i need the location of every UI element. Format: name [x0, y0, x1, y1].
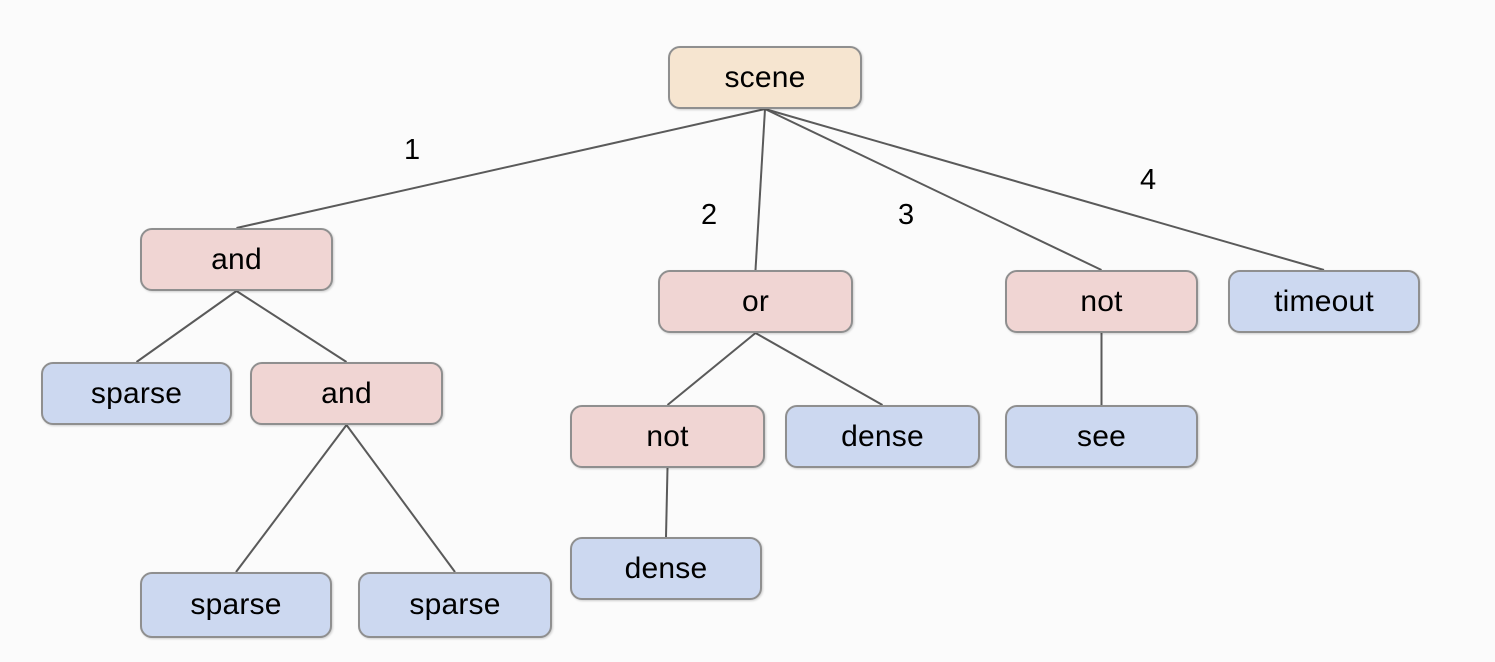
edge-label-2: 2 [701, 199, 718, 231]
edge-scene-to-or1 [754, 108, 766, 271]
node-dense_mid[interactable]: dense [785, 405, 980, 468]
node-and1[interactable]: and [140, 228, 333, 291]
node-see[interactable]: see [1005, 405, 1198, 468]
edge-label-3: 3 [898, 199, 915, 231]
node-sparse3[interactable]: sparse [358, 572, 552, 638]
edge-and2-to-sparse2 [235, 424, 348, 573]
node-dense_low[interactable]: dense [570, 537, 762, 600]
edge-or1-to-not_mid [666, 332, 757, 406]
node-label: sparse [190, 588, 282, 621]
node-timeout[interactable]: timeout [1228, 270, 1420, 333]
node-sparse1[interactable]: sparse [41, 362, 232, 425]
node-label: and [321, 376, 372, 410]
edge-label-1: 1 [404, 134, 421, 166]
node-not_right[interactable]: not [1005, 270, 1198, 333]
node-label: timeout [1274, 284, 1374, 318]
node-not_mid[interactable]: not [570, 405, 765, 468]
edge-and1-to-sparse1 [135, 290, 238, 363]
edge-or1-to-dense_mid [755, 332, 883, 406]
node-and2[interactable]: and [250, 362, 443, 425]
node-scene[interactable]: scene [668, 46, 862, 109]
node-label: and [211, 242, 262, 276]
node-label: see [1077, 419, 1126, 453]
node-label: dense [624, 551, 708, 585]
node-label: not [646, 419, 689, 453]
node-label: sparse [90, 376, 183, 410]
edge-scene-to-timeout [764, 108, 1325, 271]
edge-label-4: 4 [1140, 164, 1157, 196]
edge-and2-to-sparse3 [345, 424, 456, 573]
node-label: scene [724, 60, 806, 94]
edge-and1-to-and2 [235, 290, 348, 363]
node-label: not [1080, 284, 1123, 318]
node-label: or [741, 284, 770, 318]
node-label: dense [841, 419, 924, 453]
edge-scene-to-not_right [764, 108, 1102, 271]
edge-scene-to-and1 [236, 108, 766, 229]
edge-not_mid-to-dense_low [665, 467, 669, 538]
node-sparse2[interactable]: sparse [140, 572, 332, 638]
node-label: sparse [409, 588, 501, 621]
node-or1[interactable]: or [658, 270, 853, 333]
